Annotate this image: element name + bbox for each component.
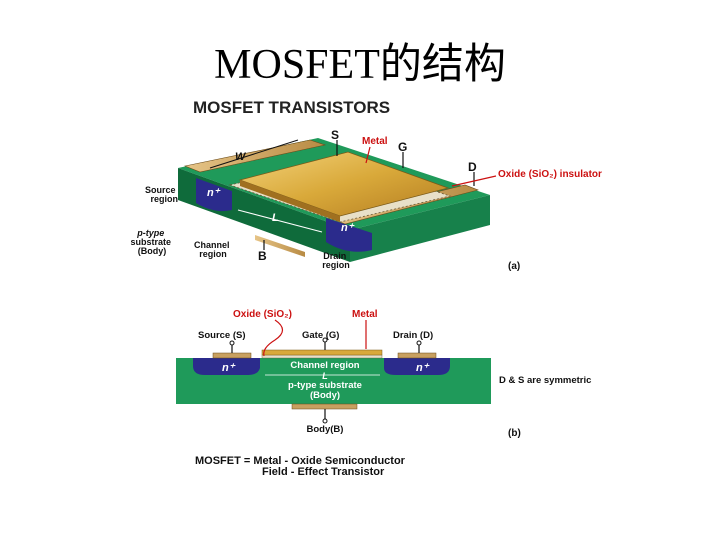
source-label-b: Source (S): [198, 330, 246, 341]
oxide-label-b: Oxide (SiO₂): [233, 309, 292, 320]
part-b-label: (b): [508, 428, 521, 439]
lead-gate-b-dot: [322, 337, 328, 343]
body-contact-3d: [255, 235, 305, 257]
terminal-g-label: G: [398, 140, 407, 154]
oxide-arrow-b: [263, 319, 284, 357]
lead-source-b-dot: [229, 340, 235, 346]
metal-label-b: Metal: [352, 309, 378, 320]
figure-heading: MOSFET TRANSISTORS: [193, 98, 390, 117]
channel-region-label-a: Channel region: [194, 240, 232, 259]
lead-drain-b-dot: [416, 340, 422, 346]
n-plus-source-b: [193, 358, 260, 375]
metal-gate-edge: [240, 180, 340, 222]
n-plus-drain-3d: [326, 218, 372, 252]
width-arrow: [209, 139, 299, 169]
substrate-label-a: p-type substrate (Body): [130, 228, 173, 256]
caption-line-1: MOSFET = Metal - Oxide Semiconductor: [195, 455, 406, 467]
terminal-b-label: B: [258, 249, 267, 263]
part-a-label: (a): [508, 261, 520, 272]
metal-gate-b: [261, 349, 383, 356]
body-contact-b: [291, 403, 358, 410]
body-label-b: (Body): [310, 390, 340, 401]
oxide-insulator-label: Oxide (SiO₂) insulator: [498, 169, 602, 180]
channel-region-label-b: Channel region: [290, 360, 359, 371]
metal-arrow-a: [365, 146, 371, 164]
drain-label-b: Drain (D): [393, 330, 433, 341]
source-region-label: Source region: [145, 185, 178, 204]
length-label-b: L: [322, 371, 328, 381]
n-plus-source-3d: [196, 178, 232, 212]
n-plus-left-label-b: n⁺: [222, 362, 236, 374]
slide-title: MOSFET的结构: [214, 42, 506, 88]
drain-region-label: Drain region: [322, 251, 350, 270]
n-plus-left-label-3d: n⁺: [207, 187, 221, 199]
caption-line-2: Field - Effect Transistor: [262, 466, 385, 478]
part-b-cross-section: Oxide (SiO₂) Metal Source (S) Gate (G) D…: [176, 309, 591, 439]
n-plus-right-label-3d: n⁺: [341, 222, 355, 234]
symmetric-note: D & S are symmetric: [499, 375, 591, 386]
gate-label-b: Gate (G): [302, 330, 339, 341]
part-a-3d-diagram: W L n⁺ n⁺ S G D B Metal Oxide (SiO₂) ins…: [130, 128, 602, 272]
metal-label-a: Metal: [362, 136, 388, 147]
n-plus-drain-b: [384, 358, 450, 375]
substrate-label-b: p-type substrate: [288, 380, 362, 391]
substrate-right: [350, 195, 490, 262]
body-terminal-label: Body(B): [307, 424, 344, 435]
length-arrow: [237, 209, 323, 233]
width-label: W: [235, 151, 247, 163]
drain-contact-b: [397, 352, 437, 359]
terminal-s-label: S: [331, 128, 339, 142]
source-contact-strip: [183, 139, 327, 173]
n-plus-right-label-b: n⁺: [416, 362, 430, 374]
lead-body-b-dot: [322, 418, 328, 424]
terminal-d-label: D: [468, 160, 477, 174]
length-label: L: [272, 212, 279, 224]
oxide-arrow-a: [451, 175, 497, 187]
source-contact-b: [212, 352, 252, 359]
oxide-layer-b: [261, 354, 383, 359]
